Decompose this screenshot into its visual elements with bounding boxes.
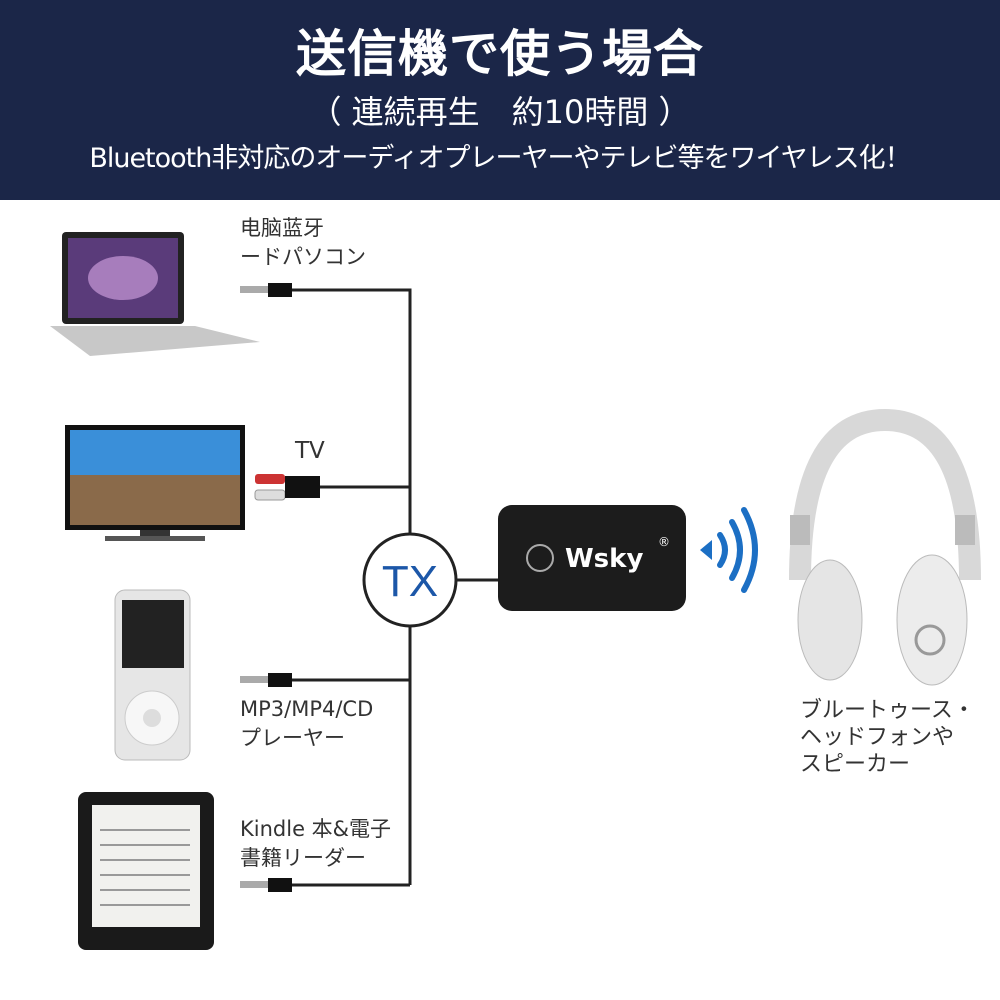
label-line: 电脑蓝牙 bbox=[240, 216, 324, 240]
label-line: ヘッドフォンや bbox=[800, 725, 955, 750]
output-label: ブルートゥース・ ヘッドフォンや スピーカー bbox=[800, 697, 975, 778]
tagline: Bluetooth非対応のオーディオプレーヤーやテレビ等をワイヤレス化！ bbox=[89, 143, 911, 174]
tv-icon bbox=[65, 425, 245, 541]
laptop-icon bbox=[50, 232, 260, 356]
wireless-signal-icon bbox=[700, 507, 758, 593]
label-line: プレーヤー bbox=[240, 726, 345, 750]
tx-hub: TX bbox=[362, 532, 458, 628]
header-banner: 送信機で使う場合 （ 連続再生 約10時間 ） Bluetooth非対応のオーデ… bbox=[0, 0, 1000, 200]
page-title: 送信機で使う場合 bbox=[296, 25, 704, 83]
source-label-tv: TV bbox=[295, 438, 325, 464]
label-line: MP3/MP4/CD bbox=[240, 697, 374, 721]
power-icon bbox=[526, 544, 554, 572]
label-line: ブルートゥース・ bbox=[800, 698, 975, 723]
source-label-mp3: MP3/MP4/CD プレーヤー bbox=[240, 695, 373, 753]
brand-label: Wsky bbox=[565, 544, 643, 574]
transmitter-device: Wsky ® bbox=[498, 505, 686, 611]
label-line: ードパソコン bbox=[240, 245, 366, 269]
label-line: スピーカー bbox=[800, 752, 911, 777]
subtitle: （ 連続再生 約10時間 ） bbox=[309, 93, 691, 131]
audio-plug-icons bbox=[240, 283, 320, 892]
cables bbox=[290, 288, 500, 887]
label-line: Kindle 本&電子 bbox=[240, 817, 392, 841]
source-label-kindle: Kindle 本&電子 書籍リーダー bbox=[240, 815, 391, 873]
headphones-icon bbox=[789, 408, 981, 686]
tx-label: TX bbox=[382, 557, 438, 606]
registered-mark: ® bbox=[658, 535, 670, 549]
mp3-player-icon bbox=[114, 589, 191, 761]
source-label-computer: 电脑蓝牙 ードパソコン bbox=[240, 214, 366, 272]
ereader-icon bbox=[78, 792, 214, 950]
label-line: 書籍リーダー bbox=[240, 846, 366, 870]
